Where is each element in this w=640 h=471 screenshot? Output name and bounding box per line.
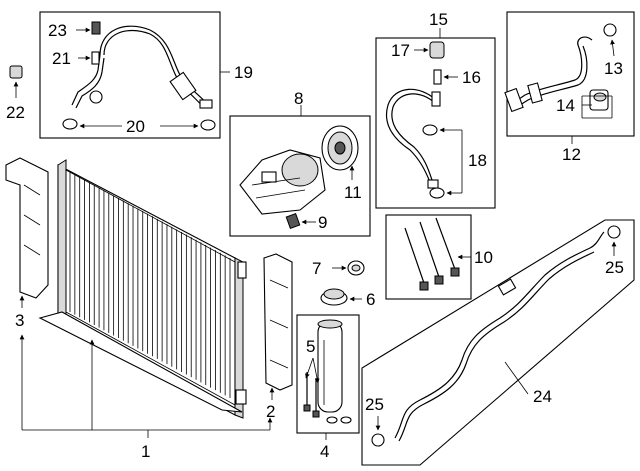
o-ring-20-left — [62, 118, 78, 130]
callout-7: 7 — [312, 259, 321, 278]
callout-23: 23 — [48, 21, 67, 40]
grommet-7 — [347, 260, 365, 276]
air-deflector-right — [263, 253, 293, 391]
switch-9 — [285, 213, 301, 229]
discharge-hose — [386, 88, 441, 189]
callout-24: 24 — [533, 387, 552, 406]
callout-3: 3 — [15, 311, 24, 330]
callout-12: 12 — [562, 145, 581, 164]
callout-10: 10 — [474, 248, 493, 267]
callout-19: 19 — [234, 63, 253, 82]
valve-16 — [433, 69, 442, 85]
callout-11: 11 — [344, 183, 362, 202]
liquid-line-upper — [504, 36, 593, 113]
callout-17: 17 — [391, 41, 410, 60]
o-ring-18-bottom — [429, 187, 445, 199]
o-ring-20-right — [200, 119, 216, 131]
callout-25-upper: 25 — [605, 258, 624, 277]
liquid-line-lower — [394, 231, 605, 442]
callout-1: 1 — [141, 442, 150, 461]
valve-core-21 — [91, 51, 100, 65]
clutch-pulley — [321, 125, 359, 171]
condenser — [38, 159, 247, 419]
o-ring-25-lower — [371, 433, 385, 447]
callout-6: 6 — [366, 290, 375, 309]
condenser-fins — [69, 172, 231, 398]
callout-21: 21 — [52, 49, 71, 68]
receiver-drier — [317, 319, 343, 413]
suction-hose — [71, 25, 213, 109]
clamp-6 — [320, 288, 348, 306]
compressor-bolts — [404, 217, 460, 291]
callout-18: 18 — [468, 151, 487, 170]
callout-8: 8 — [294, 89, 303, 108]
cap-17 — [429, 41, 445, 59]
o-ring-13 — [603, 23, 617, 37]
box-compressor-group — [229, 115, 371, 237]
callout-5: 5 — [306, 337, 315, 356]
callout-14: 14 — [556, 96, 575, 115]
o-ring-18-top — [422, 124, 438, 136]
callout-9: 9 — [318, 213, 327, 232]
leader-lines — [13, 27, 617, 440]
valve-14 — [589, 89, 609, 111]
callout-25-lower: 25 — [365, 395, 384, 414]
box-drier — [296, 314, 360, 434]
box-suction-hose-group — [39, 11, 221, 139]
box-discharge-hose-group — [375, 37, 496, 209]
callout-4: 4 — [320, 442, 329, 461]
o-ring-25-upper — [607, 225, 621, 239]
cap-22 — [9, 65, 23, 79]
box-liquid-line-lower — [361, 219, 635, 466]
callout-16: 16 — [462, 68, 481, 87]
callout-2: 2 — [266, 402, 275, 421]
box-liquid-line-group — [506, 11, 635, 137]
compressor — [239, 149, 326, 215]
air-deflector-left — [5, 157, 49, 299]
callout-13: 13 — [604, 59, 623, 78]
callout-15: 15 — [429, 10, 448, 29]
callout-22: 22 — [6, 103, 25, 122]
schrader-cap-23 — [91, 21, 101, 35]
callout-20: 20 — [126, 117, 145, 136]
